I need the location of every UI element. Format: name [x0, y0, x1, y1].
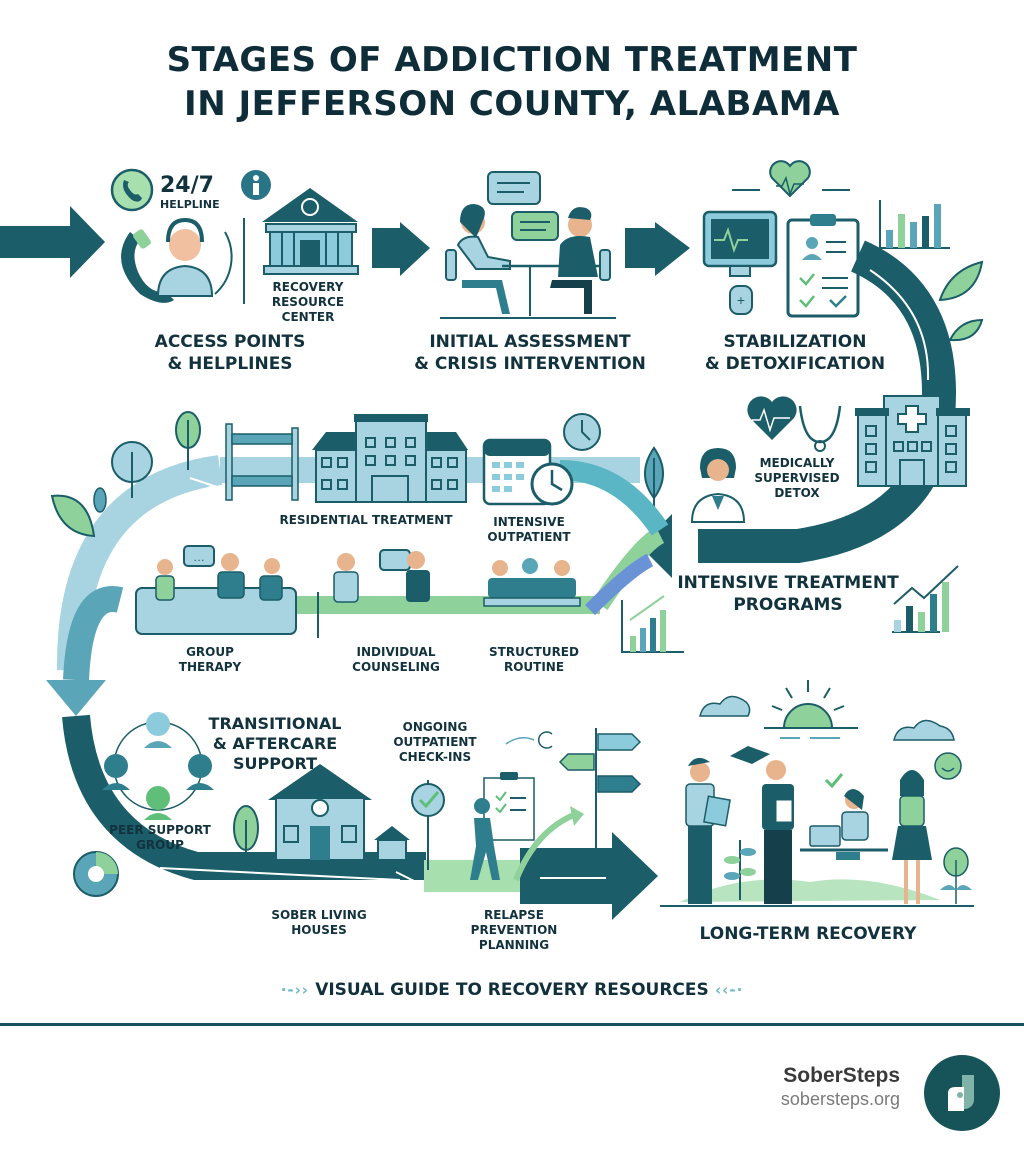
- arrow-to-assessment-icon: [372, 222, 430, 276]
- conversation-icon: [440, 204, 616, 319]
- footer-divider: [0, 1023, 1024, 1026]
- helpline-label: HELPLINE: [160, 198, 220, 211]
- brand-block[interactable]: SoberSteps sobersteps.org: [781, 1064, 900, 1110]
- svg-text:+: +: [737, 292, 745, 308]
- peer-support-label: PEER SUPPORT GROUP: [109, 823, 211, 852]
- relapse-label: RELAPSE PREVENTION PLANNING: [470, 908, 558, 952]
- cloud-icon: [699, 695, 955, 741]
- checkins-label: ONGOING OUTPATIENT CHECK-INS: [393, 720, 477, 764]
- group-therapy-label: GROUP THERAPY: [178, 645, 242, 674]
- guide-text: VISUAL GUIDE TO RECOVERY RESOURCES: [315, 980, 709, 1000]
- bar-chart-icon: [879, 200, 950, 249]
- page-title: STAGES OF ADDICTION TREATMENT IN JEFFERS…: [0, 38, 1024, 126]
- facility-icon: [312, 414, 468, 503]
- peer-circle-icon: [102, 712, 214, 820]
- detox-label: MEDICALLY SUPERVISED DETOX: [754, 456, 840, 500]
- arrow-to-longterm-icon: [520, 832, 658, 920]
- leaf-icon: [938, 260, 984, 342]
- sun-icon: [764, 680, 858, 739]
- individual-counseling-label: INDIVIDUAL COUNSELING: [352, 645, 440, 674]
- stage-assessment-heading: INITIAL ASSESSMENT & CRISIS INTERVENTION: [414, 332, 646, 374]
- smile-icon: [892, 752, 972, 904]
- outpatient-label: INTENSIVE OUTPATIENT: [487, 515, 571, 544]
- building-icon: [262, 188, 359, 275]
- deco-arrows-left-icon: ·-››: [280, 981, 316, 999]
- phone-icon: [110, 168, 154, 212]
- stage-intensive-heading: INTENSIVE TREATMENT PROGRAMS: [677, 573, 899, 615]
- helpline-hours: 24/7: [160, 173, 214, 198]
- sober-living-label: SOBER LIVING HOUSES: [271, 908, 367, 937]
- hospital-icon: [855, 395, 970, 487]
- tree-icon: [50, 411, 201, 538]
- info-icon: [241, 170, 271, 200]
- speech-bubble-icon: [487, 171, 559, 241]
- stage-access-heading: ACCESS POINTS & HELPLINES: [154, 332, 306, 374]
- stethoscope-icon: [747, 396, 842, 452]
- arrow-entry-icon: [0, 206, 105, 278]
- graduation-cap-icon: [685, 746, 794, 904]
- resource-center-label[interactable]: RECOVERY RESOURCE CENTER: [271, 280, 345, 324]
- bunk-bed-icon: [225, 423, 299, 501]
- clipboard-icon: [786, 214, 860, 318]
- walking-person-icon: [470, 772, 584, 882]
- helpline-badge: 24/7 HELPLINE: [160, 173, 220, 212]
- brand-name: SoberSteps: [783, 1064, 900, 1087]
- clock-icon: [530, 413, 601, 506]
- guide-caption: ·-›› VISUAL GUIDE TO RECOVERY RESOURCES …: [0, 980, 1024, 1000]
- plant-icon: [724, 840, 756, 900]
- monitor-icon: +: [702, 210, 778, 315]
- curve-arrow-bottom-icon: [62, 714, 426, 880]
- brand-url[interactable]: sobersteps.org: [780, 1089, 900, 1109]
- laptop-icon: [800, 773, 888, 860]
- heart-pulse-icon: [732, 160, 850, 198]
- call-agent-icon: [121, 217, 233, 303]
- signpost-icon: [505, 728, 642, 862]
- group-icon: …: [135, 545, 581, 638]
- svg-text:…: …: [193, 550, 205, 564]
- stage-transitional-heading: TRANSITIONAL & AFTERCARE SUPPORT: [208, 714, 342, 773]
- check-circle-icon: [411, 780, 445, 870]
- stage-stabilization-heading: STABILIZATION & DETOXIFICATION: [704, 332, 886, 374]
- brand-logo-icon[interactable]: [924, 1055, 1000, 1131]
- stage-longterm-heading: LONG-TERM RECOVERY: [699, 924, 917, 944]
- house-icon: [233, 764, 410, 861]
- growth-chart-icon: [621, 565, 959, 653]
- structured-routine-label: STRUCTURED ROUTINE: [489, 645, 579, 674]
- doctor-icon: [690, 448, 746, 523]
- arrow-to-stabilization-icon: [625, 222, 690, 276]
- residential-label: RESIDENTIAL TREATMENT: [279, 513, 453, 527]
- title-line-2: IN JEFFERSON COUNTY, ALABAMA: [184, 84, 840, 124]
- title-line-1: STAGES OF ADDICTION TREATMENT: [166, 40, 858, 80]
- chart-wheel-icon: [73, 851, 119, 897]
- deco-arrows-right-icon: ‹‹-·: [708, 981, 744, 999]
